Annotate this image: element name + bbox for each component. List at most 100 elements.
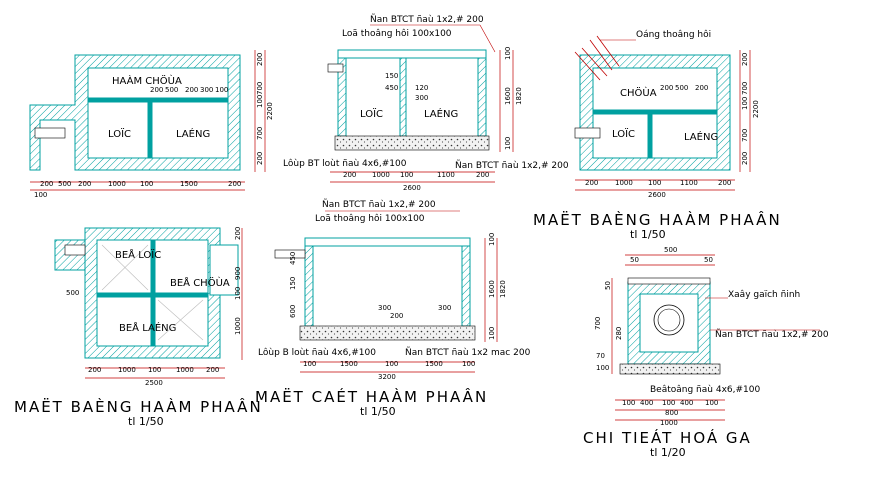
- ga-left-5: 100: [596, 364, 609, 372]
- p3-right-5: 200: [741, 152, 749, 165]
- p1-right-4: 700: [256, 127, 264, 140]
- scale-detail: tl 1/20: [650, 446, 686, 459]
- ga-bottom-3: 100: [662, 399, 675, 407]
- p1-right-1: 200: [256, 53, 264, 66]
- p2-right-1: 100: [504, 47, 512, 60]
- p1-dim-3: 200: [78, 180, 91, 188]
- p1-right-3: 100: [256, 95, 264, 108]
- scale-plan-right: tl 1/50: [630, 228, 666, 241]
- p2-dim-5: 200: [476, 171, 489, 179]
- p3-dim-5: 200: [718, 179, 731, 187]
- p5-inner-6: 600: [289, 305, 297, 318]
- p1-inner-dim-5: 100: [215, 86, 228, 94]
- ga-top-1: 50: [630, 256, 639, 264]
- p1-right-total: 2200: [266, 102, 274, 120]
- room-ham-chua: HAÀM CHÖÙA: [112, 74, 182, 87]
- p1-dim-7: 200: [228, 180, 241, 188]
- room-chua-3: CHÖÙA: [620, 86, 657, 99]
- p4-right-4: 1000: [234, 317, 242, 335]
- title-plan-right: MAËT BAÈNG HAÀM PHAÂN: [533, 210, 782, 229]
- p1-dim-2: 500: [58, 180, 71, 188]
- p4-dim-2: 1000: [118, 366, 136, 374]
- p1-right-2: 700: [256, 82, 264, 95]
- p5-dim-1: 100: [303, 360, 316, 368]
- p5-inner-5: 150: [289, 277, 297, 290]
- p3-right-2: 700: [741, 82, 749, 95]
- p5-dim-5: 100: [462, 360, 475, 368]
- p4-dim-4: 1000: [176, 366, 194, 374]
- plan-bottom-left: BEÅ LOÏC BEÅ CHÖÙA BEÅ LAÉNG 500 200 100…: [14, 227, 263, 428]
- p4-dim-total: 2500: [145, 379, 163, 387]
- label-lot-top: Lôùp BT loùt ñaù 4x6,#100: [283, 158, 407, 169]
- p3-inner-3: 200: [695, 84, 708, 92]
- p2-inner-3: 120: [415, 84, 428, 92]
- ga-total: 1000: [660, 419, 678, 427]
- p5-inner-2: 200: [390, 312, 403, 320]
- ga-bottom-total: 800: [665, 409, 678, 417]
- p1-inner-dim-4: 300: [200, 86, 213, 94]
- ga-top-2: 500: [664, 246, 677, 254]
- p4-dim-3: 100: [148, 366, 161, 374]
- p1-dim-4: 1000: [108, 180, 126, 188]
- p5-right-2: 1600: [488, 280, 496, 298]
- label-vent-hole-top: Loã thoâng hôi 100x100: [342, 28, 452, 39]
- p3-inner-1: 200: [660, 84, 673, 92]
- ga-bottom-5: 100: [705, 399, 718, 407]
- p3-inner-2: 500: [675, 84, 688, 92]
- ga-left-4: 70: [596, 352, 605, 360]
- label-vent-hole-mid: Loã thoâng hôi 100x100: [315, 213, 425, 224]
- p1-dim-total: 100: [34, 191, 47, 199]
- p2-inner-2: 450: [385, 84, 398, 92]
- room-lang-3: LAÉNG: [684, 130, 718, 143]
- p2-dim-4: 1100: [437, 171, 455, 179]
- p5-right-1: 100: [488, 233, 496, 246]
- p1-dim-1: 200: [40, 180, 53, 188]
- room-loc-1: LOÏC: [108, 127, 131, 140]
- p2-dim-total: 2600: [403, 184, 421, 192]
- room-loc-3: LOÏC: [612, 127, 635, 140]
- p2-dim-2: 1000: [372, 171, 390, 179]
- label-lot-mid: Lôùp B loùt ñaù 4x6,#100: [258, 347, 376, 358]
- p2-dim-1: 200: [343, 171, 356, 179]
- p1-inner-dim-2: 500: [165, 86, 178, 94]
- p5-inner-1: 300: [378, 304, 391, 312]
- p3-right-total: 2200: [752, 100, 760, 118]
- p4-right-2: 900: [234, 267, 242, 280]
- scale-plan-left: tl 1/50: [128, 415, 164, 428]
- ga-bottom-4: 400: [680, 399, 693, 407]
- scale-section: tl 1/50: [360, 405, 396, 418]
- plan-top-left: HAÀM CHÖÙA LOÏC LAÉNG 200 500 200 300 10…: [29, 50, 274, 199]
- section-top: LOÏC LAÉNG Ñan BTCT ñaù 1x2,# 200 Loã th…: [283, 14, 569, 192]
- p2-right-3: 1820: [515, 87, 523, 105]
- title-plan-left: MAËT BAÈNG HAÀM PHAÂN: [14, 397, 263, 416]
- p4-right-1: 200: [234, 227, 242, 240]
- p1-inner-dim-3: 200: [185, 86, 198, 94]
- p1-dim-5: 100: [140, 180, 153, 188]
- p3-right-1: 200: [741, 53, 749, 66]
- plan-top-right: Oáng thoâng hôi CHÖÙA LOÏC LAÉNG 200 500…: [533, 29, 782, 241]
- label-slab-top2: Ñan BTCT ñaù 1x2,# 200: [455, 160, 569, 171]
- p3-dim-total: 2600: [648, 191, 666, 199]
- p5-right-3: 1820: [499, 280, 507, 298]
- ga-left-3: 280: [615, 327, 623, 340]
- detail-hoa-ga: Xaây gaïch ñinh Ñan BTCT ñaù 1x2,# 200 B…: [583, 246, 829, 459]
- room-be-loc: BEÅ LOÏC: [115, 248, 161, 261]
- p2-inner-4: 300: [415, 94, 428, 102]
- p5-dim-4: 1500: [425, 360, 443, 368]
- p5-inner-4: 450: [289, 252, 297, 265]
- p2-inner-1: 150: [385, 72, 398, 80]
- ga-bottom-1: 100: [622, 399, 635, 407]
- label-concrete-ga: Beâtoâng ñaù 4x6,#100: [650, 385, 760, 395]
- label-slab-top: Ñan BTCT ñaù 1x2,# 200: [370, 14, 484, 25]
- p2-dim-3: 100: [400, 171, 413, 179]
- title-section: MAËT CAÉT HAÀM PHAÂN: [255, 387, 488, 406]
- p5-right-4: 100: [488, 327, 496, 340]
- p1-inner-dim-1: 200: [150, 86, 163, 94]
- p4-side: 500: [66, 289, 79, 297]
- p5-dim-total: 3200: [378, 373, 396, 381]
- section-bottom: Ñan BTCT ñaù 1x2,# 200 Loã thoâng hôi 10…: [255, 199, 531, 418]
- p5-dim-2: 1500: [340, 360, 358, 368]
- room-lang-1: LAÉNG: [176, 127, 210, 140]
- p2-right-4: 100: [504, 137, 512, 150]
